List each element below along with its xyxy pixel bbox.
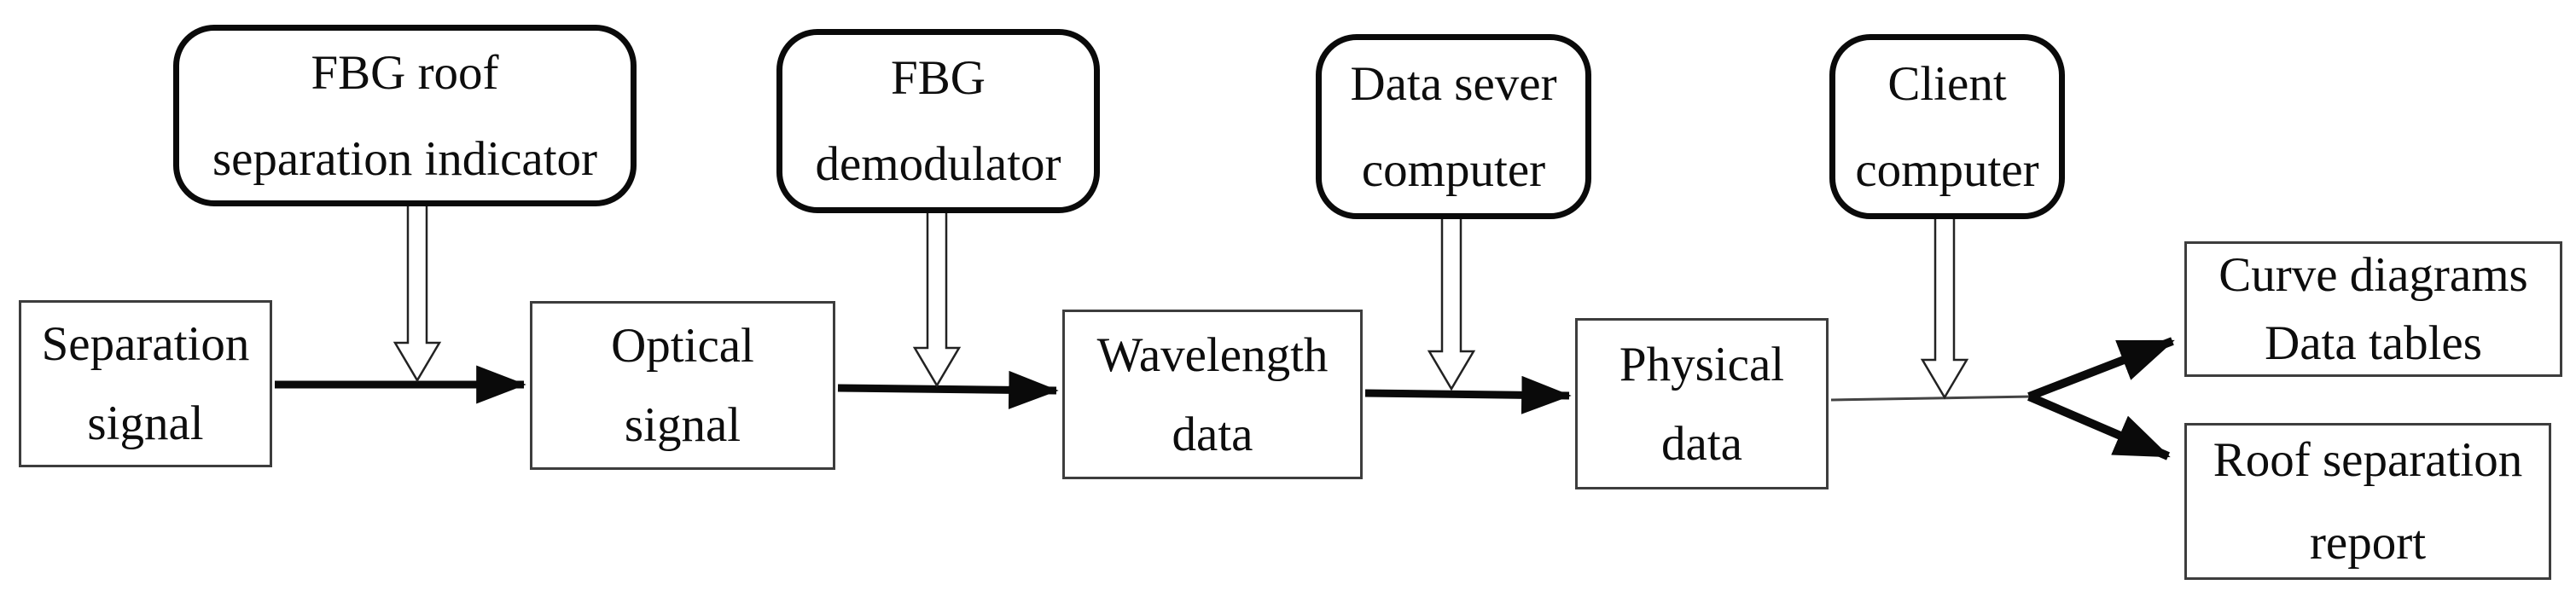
node-label-line: Curve diagrams (2218, 247, 2528, 302)
node-label-line: report (2309, 516, 2427, 570)
node-physical-data: Physical data (1575, 318, 1829, 489)
flow-arrow-wavelength-to-physical (1364, 375, 1572, 414)
node-wavelength-data: Wavelength data (1062, 310, 1363, 479)
flow-arrow-fork-to-curve-diagrams (2027, 337, 2175, 401)
node-client-computer: Client computer (1829, 34, 2065, 219)
hollow-down-arrow-indicator (393, 203, 442, 383)
node-label-line: computer (1855, 142, 2039, 197)
node-label-line: Separation (41, 317, 250, 371)
node-curve-diagrams-data-tables: Curve diagrams Data tables (2184, 241, 2562, 377)
hollow-down-arrow-data-sever (1427, 215, 1476, 391)
node-fbg-roof-separation-indicator: FBG roof separation indicator (173, 25, 637, 206)
node-label-line: FBG roof (311, 45, 499, 100)
node-data-sever-computer: Data sever computer (1316, 34, 1591, 219)
node-label-line: Data sever (1350, 56, 1557, 111)
node-optical-signal: Optical signal (530, 301, 835, 470)
node-fbg-demodulator: FBG demodulator (776, 29, 1100, 213)
node-label-line: separation indicator (212, 131, 598, 186)
flow-arrow-optical-to-wavelength (837, 370, 1059, 409)
node-label-line: computer (1361, 142, 1546, 197)
node-label-line: data (1172, 407, 1253, 461)
node-label-line: Client (1887, 56, 2007, 111)
node-label-line: Optical (611, 319, 754, 373)
hollow-down-arrow-client (1920, 215, 1969, 400)
connector-line (1830, 395, 2033, 402)
flow-arrow-fork-to-roof-report (2027, 392, 2171, 460)
node-separation-signal: Separation signal (19, 300, 272, 467)
node-label-line: demodulator (815, 137, 1061, 191)
node-label-line: Roof separation (2213, 433, 2523, 487)
node-label-line: FBG (891, 51, 986, 105)
hollow-down-arrow-demodulator (912, 209, 962, 388)
node-label-line: Data tables (2265, 316, 2482, 370)
node-label-line: data (1661, 416, 1742, 471)
node-label-line: Wavelength (1096, 327, 1329, 382)
node-roof-separation-report: Roof separation report (2184, 423, 2551, 580)
node-label-line: signal (624, 398, 741, 452)
node-label-line: signal (87, 397, 204, 450)
node-label-line: Physical (1619, 337, 1785, 391)
